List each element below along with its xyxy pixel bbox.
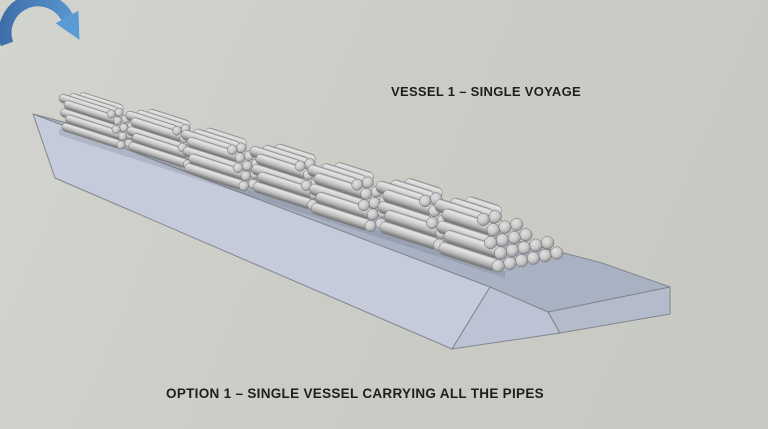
pipe-end: [488, 210, 502, 224]
pipe-end: [351, 178, 364, 191]
pipe-end: [426, 216, 439, 230]
pipe-end: [111, 124, 121, 134]
pipe-end: [517, 241, 531, 255]
pipe-end: [495, 233, 510, 247]
pipe-end: [361, 176, 374, 189]
stern-face: [547, 286, 671, 334]
pipe-end: [366, 208, 379, 221]
pipe-end: [358, 199, 370, 212]
pipe-end: [114, 107, 124, 117]
option-caption: OPTION 1 – SINGLE VESSEL CARRYING ALL TH…: [166, 386, 544, 401]
pipe-bundle: [434, 196, 564, 273]
pipe-end: [519, 228, 533, 242]
arrow-arc: [0, 0, 73, 46]
pipe-end: [232, 162, 244, 173]
pipe-end: [364, 220, 377, 232]
pipe-end: [491, 259, 505, 273]
pipe-end: [476, 212, 490, 226]
pipe-end: [540, 236, 555, 250]
pipe-end: [538, 249, 552, 263]
curved-arrow-icon: [0, 0, 80, 46]
pipe-end: [227, 144, 238, 155]
pipe-end: [484, 236, 498, 250]
pipe-end: [172, 125, 182, 136]
pipe-end: [498, 220, 512, 234]
pipe-end: [510, 217, 524, 232]
pipe-end: [419, 194, 432, 208]
cargo-shadow: [59, 129, 505, 278]
pipe-end: [505, 243, 519, 257]
pipe-end: [494, 246, 508, 260]
pipe-end: [507, 230, 521, 245]
pipe-end: [503, 256, 517, 270]
pipe-end: [486, 223, 500, 237]
pipe-end: [515, 254, 529, 268]
pipe-end: [238, 180, 249, 191]
pipe-end: [118, 131, 128, 141]
pipe-end: [116, 140, 126, 150]
pipe-end: [550, 246, 564, 260]
pipe-end: [529, 238, 543, 252]
pipe-end: [106, 109, 116, 119]
pipe-end: [360, 187, 372, 200]
arrow-head: [55, 10, 80, 40]
pipe-end: [242, 160, 253, 171]
vessel-voyage-label: VESSEL 1 – SINGLE VOYAGE: [391, 84, 581, 99]
pipe-end: [294, 160, 306, 172]
barge-hull: [32, 113, 671, 350]
pipe-end: [240, 170, 251, 181]
pipe-cargo: [58, 92, 564, 273]
pipe-end: [526, 251, 540, 265]
pipe-end: [234, 152, 246, 163]
pipe-end: [113, 116, 123, 126]
pipe-end: [236, 142, 247, 153]
pipe-bundle: [58, 92, 165, 150]
